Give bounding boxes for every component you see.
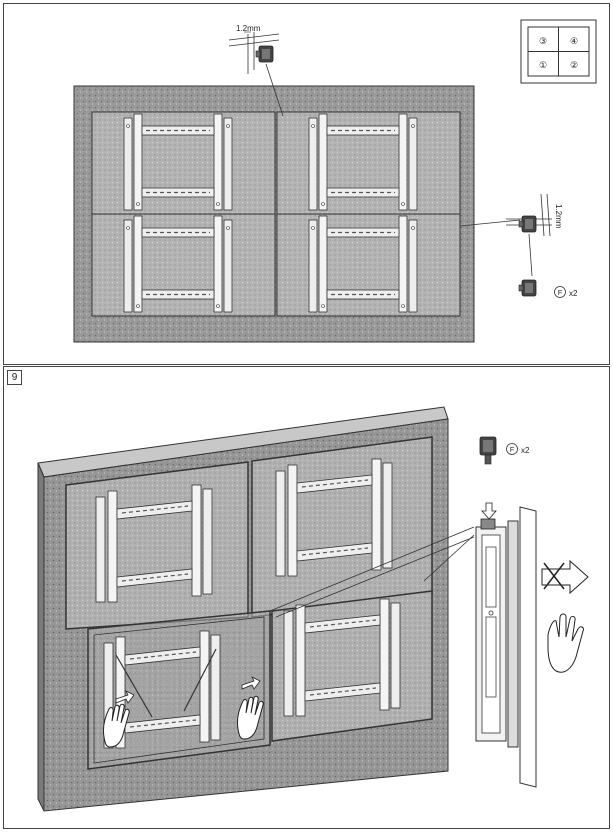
no-pull-arrow-icon: [541, 559, 589, 595]
step-8-panel: 1.2mm 1.2mm F x2 ③ ④ ① ②: [3, 3, 610, 365]
side-detail: [269, 502, 537, 788]
part-qty: x2: [521, 446, 530, 455]
screen-1-installing: [87, 610, 271, 770]
stop-hand-icon: [547, 613, 584, 673]
part-callout-bottom: F x2: [479, 436, 530, 465]
video-wall-top-view: 1.2mm 1.2mm F x2 ③ ④ ① ②: [73, 19, 597, 343]
part-qty: x2: [569, 289, 578, 298]
screen-3: [65, 461, 249, 630]
layout-key-cell: ②: [570, 60, 578, 70]
part-letter-circle: [554, 286, 566, 298]
gap-detail-top: [228, 31, 284, 117]
alignment-clip: [255, 45, 274, 63]
down-arrow-icon: [481, 502, 497, 520]
layout-key-cell: ③: [539, 36, 547, 46]
push-arrow-icon: [241, 676, 261, 690]
part-letter: F: [558, 290, 562, 297]
clip-part-icon: [518, 279, 537, 297]
part-callout-top: F x2: [518, 279, 578, 298]
part-letter-circle: [506, 443, 518, 455]
gap-detail-right: [459, 193, 552, 277]
gap-label-top: 1.2mm: [236, 24, 261, 33]
clip-part-icon: [479, 436, 497, 465]
part-letter: F: [510, 447, 514, 454]
alignment-clip: [518, 215, 537, 233]
layout-key-cell: ①: [539, 60, 547, 70]
step-number-badge: 9: [7, 370, 22, 385]
video-wall-perspective-view: 9: [7, 370, 589, 812]
push-arrow-icon: [115, 690, 135, 704]
step-9-panel: 9: [3, 366, 610, 829]
gap-label-right: 1.2mm: [554, 204, 563, 229]
layout-key-cell: ④: [570, 36, 578, 46]
layout-key: ③ ④ ① ②: [520, 19, 597, 84]
